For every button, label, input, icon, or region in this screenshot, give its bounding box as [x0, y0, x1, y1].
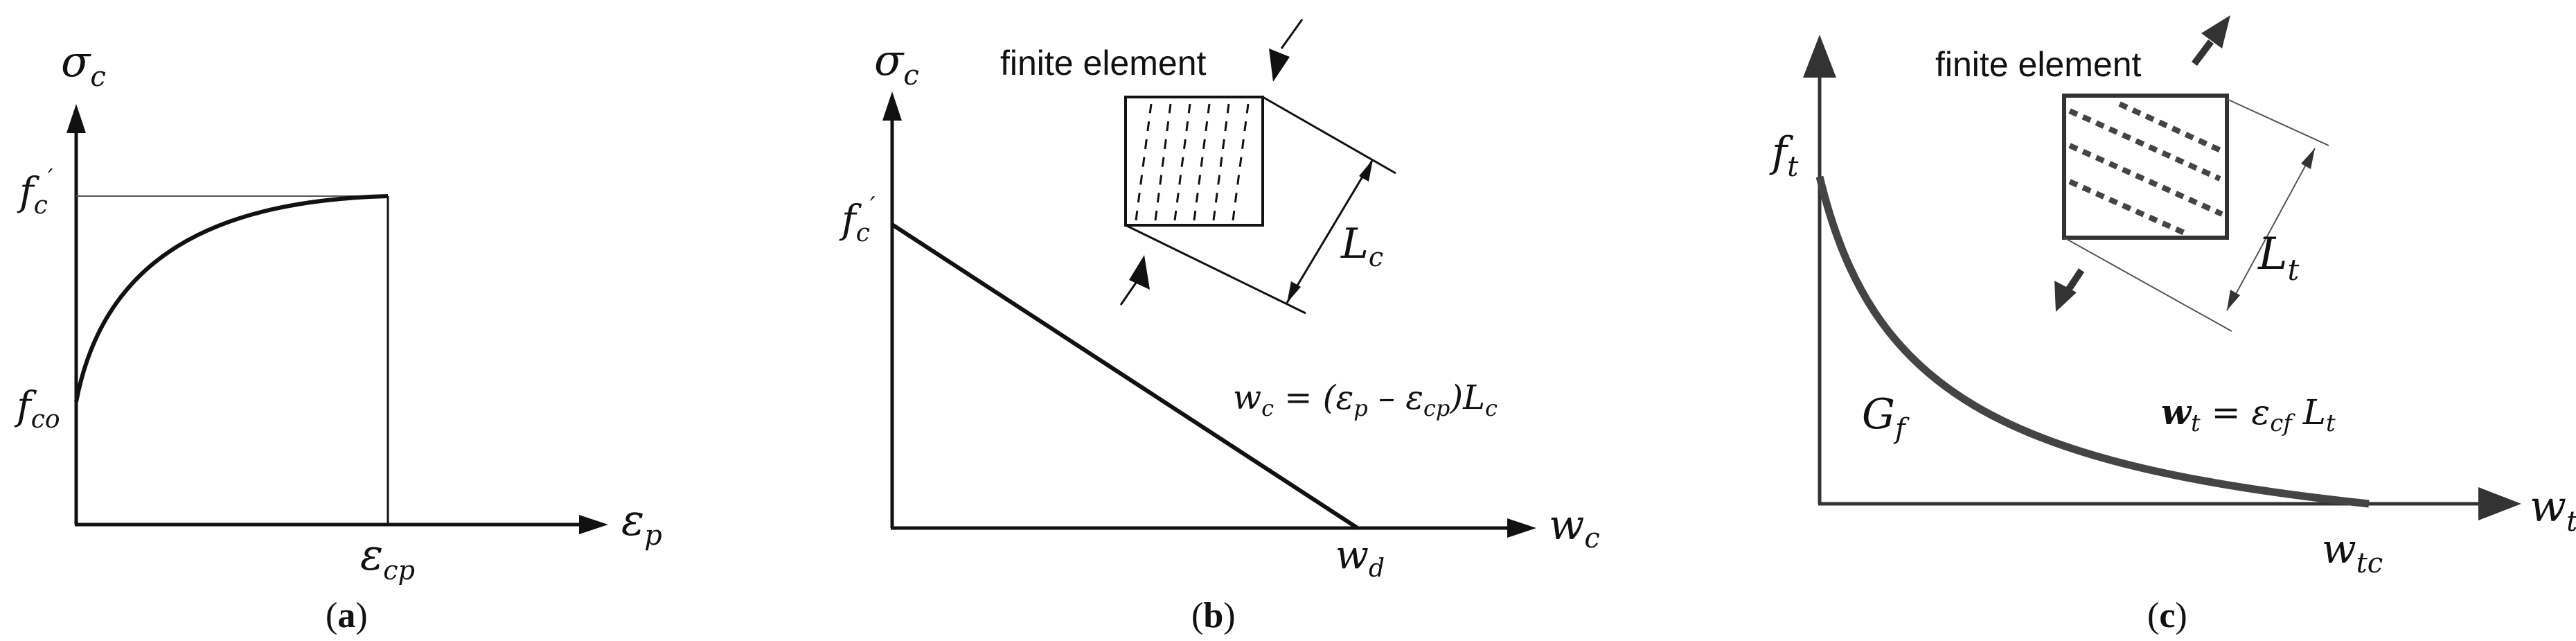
panel-b-y-arrowhead	[882, 91, 902, 121]
panel-a-x-arrowhead	[579, 515, 608, 534]
panel-b-load-arrow-top-shaft	[1280, 19, 1304, 49]
panel-b-finite-element-label: finite element	[1000, 44, 1206, 82]
panel-a-y-arrowhead	[66, 104, 86, 133]
panel-c-finite-element-label: finite element	[1935, 45, 2141, 84]
panel-c-element-hatching	[2068, 101, 2223, 237]
panel-c-softening-curve	[1815, 175, 2370, 508]
panel-a-hardening-curve	[74, 194, 389, 403]
panel-c-gf-label: Gf	[1862, 390, 1910, 445]
panel-a-fc-label: fc′	[17, 164, 53, 220]
panel-c-tension-arrow-top-head	[2201, 15, 2230, 49]
panel-a-y-axis-label: σc	[61, 36, 106, 93]
panel-c-dim-line-bottom	[2063, 237, 2232, 332]
panel-b-softening-line	[891, 222, 1359, 530]
panel-b-lc-arrow-top	[1359, 159, 1373, 182]
panel-c-lt-arrow-top	[2301, 148, 2315, 169]
panel-b-wd-label: wd	[1335, 533, 1385, 583]
panel-b-x-arrowhead	[1507, 518, 1536, 538]
panel-c-wtc-label: wtc	[2322, 525, 2383, 579]
panel-c-ft-label: ft	[1769, 128, 1799, 183]
panel-b-load-arrow-bottom-shaft	[1119, 282, 1137, 306]
panel-c-tension-arrow-bottom-shaft	[2064, 268, 2085, 293]
panel-a-ecp-label: εcp	[360, 529, 415, 586]
panel-c-x-axis-label: wt	[2530, 481, 2576, 538]
panel-b-element-hatching	[1135, 103, 1250, 221]
panel-c: finite element ft Lt Gf wt = εcf Lt wtc …	[1769, 15, 2576, 635]
panel-a-caption: (a)	[326, 596, 368, 635]
panel-b-dim-line-bottom	[1125, 224, 1306, 315]
panel-b-dim-line-top	[1262, 96, 1396, 175]
panel-b-load-arrow-bottom-head	[1129, 255, 1150, 290]
panel-b-lc-label: Lc	[1340, 220, 1383, 272]
panel-b-fc-label: fc′	[839, 192, 876, 247]
panel-b-finite-element-box	[1124, 96, 1264, 227]
panel-c-finite-element-box	[2062, 94, 2229, 240]
panel-b-y-axis-label: σc	[874, 35, 919, 91]
panel-b-caption: (b)	[1191, 596, 1236, 635]
panel-c-tension-arrow-top-shaft	[2192, 39, 2214, 66]
panel-b-lc-dimension	[1286, 159, 1374, 304]
panel-b: σc fc′ finite element Lc wc = (εp – εcp)…	[839, 19, 1600, 635]
panel-b-x-axis-label: wc	[1549, 501, 1600, 554]
panel-c-y-arrowhead	[1803, 35, 1836, 78]
panel-c-caption: (c)	[2147, 596, 2187, 635]
panel-a-x-axis-label: εp	[621, 495, 662, 552]
panel-b-lc-arrow-bottom	[1287, 281, 1301, 303]
panel-c-dim-line-top	[2226, 98, 2329, 146]
panel-a: σc fc′ fco εcp εp (a)	[14, 36, 662, 635]
panel-c-lt-label: Lt	[2257, 229, 2300, 287]
panel-c-crack-width-equation: wt = εcf Lt	[2161, 392, 2336, 437]
panel-c-lt-arrow-bottom	[2227, 290, 2240, 310]
panel-c-lt-dimension	[2226, 148, 2316, 311]
panel-b-crack-width-equation: wc = (εp – εcp)Lc	[1233, 378, 1498, 421]
panel-a-fco-label: fco	[14, 384, 60, 434]
panel-b-load-arrow-top-head	[1269, 49, 1290, 82]
panel-c-x-arrowhead	[2478, 487, 2521, 520]
panel-c-tension-arrow-bottom-head	[2054, 281, 2077, 312]
